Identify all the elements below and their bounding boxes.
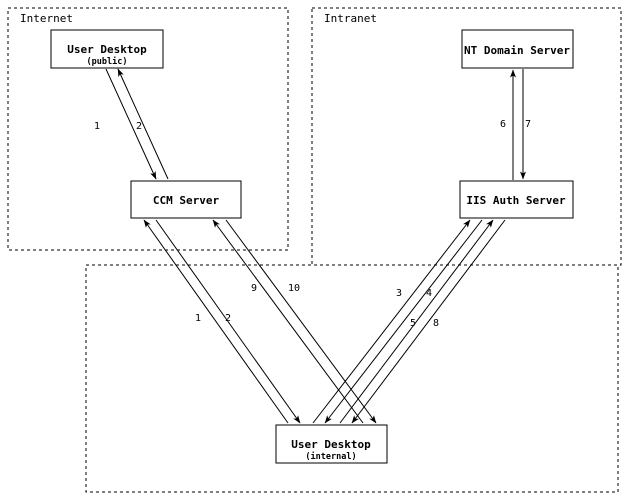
edge-4: 4 (324, 219, 483, 424)
edge-2-internal: 2 (155, 219, 301, 424)
edge-10-label: 10 (288, 283, 300, 294)
edge-7: 7 (520, 69, 531, 180)
zone-internal-lan-border (85, 264, 619, 493)
ccm-server-box[interactable] (130, 180, 242, 219)
zone-intranet-label: Intranet (324, 12, 377, 25)
edge-3-label: 3 (396, 288, 402, 299)
node-user-desktop-public[interactable]: User Desktop (public) (50, 29, 164, 69)
node-nt-domain-server[interactable]: NT Domain Server (461, 29, 574, 69)
node-user-desktop-internal[interactable]: User Desktop (internal) (275, 424, 388, 464)
nt-domain-server-box[interactable] (461, 29, 574, 69)
zone-internal-lan (85, 264, 619, 493)
edge-6: 6 (500, 69, 516, 180)
user-desktop-internal-subtitle: (internal) (305, 451, 356, 462)
edge-5-label: 5 (410, 318, 416, 329)
edge-2-public: 2 (117, 68, 169, 180)
node-iis-auth-server[interactable]: IIS Auth Server (459, 180, 574, 219)
iis-auth-server-title: IIS Auth Server (466, 194, 566, 207)
user-desktop-internal-box[interactable] (275, 424, 388, 464)
edge-4-label: 4 (426, 288, 432, 299)
edge-1-internal: 1 (143, 219, 289, 424)
iis-auth-server-box[interactable] (459, 180, 574, 219)
user-desktop-public-title: User Desktop (67, 43, 147, 56)
edge-1-public-label: 1 (94, 121, 100, 132)
edge-7-label: 7 (525, 119, 531, 130)
edge-5: 5 (339, 219, 494, 424)
zone-internet-border (7, 7, 289, 251)
edge-10: 10 (225, 219, 377, 424)
nt-domain-server-title: NT Domain Server (464, 44, 570, 57)
edge-1-internal-label: 1 (195, 313, 201, 324)
zone-internet: Internet (7, 7, 289, 251)
edge-9-label: 9 (251, 283, 257, 294)
edge-3: 3 (312, 219, 471, 424)
edge-2-internal-label: 2 (225, 313, 231, 324)
edge-8: 8 (351, 219, 506, 424)
user-desktop-public-box[interactable] (50, 29, 164, 69)
ccm-server-title: CCM Server (153, 194, 220, 207)
zone-internet-label: Internet (20, 12, 73, 25)
user-desktop-internal-title: User Desktop (291, 438, 371, 451)
user-desktop-public-subtitle: (public) (87, 56, 128, 67)
edge-8-label: 8 (433, 318, 439, 329)
node-ccm-server[interactable]: CCM Server (130, 180, 242, 219)
edge-1-public: 1 (94, 68, 157, 180)
edge-2-public-label: 2 (136, 121, 142, 132)
edge-9: 9 (212, 219, 364, 424)
edge-6-label: 6 (500, 119, 506, 130)
